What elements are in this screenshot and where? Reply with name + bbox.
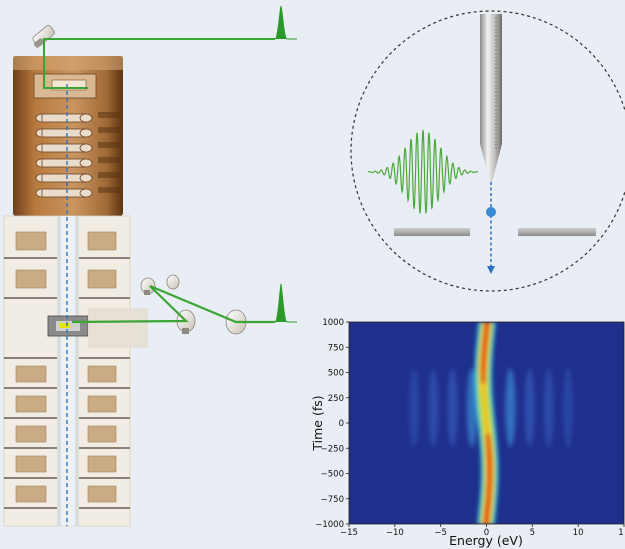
- copper-slots: [35, 113, 93, 198]
- zero-order-peak-slice: [482, 407, 488, 414]
- x-tick-label: −10: [386, 528, 404, 538]
- electron: [486, 207, 496, 217]
- zero-order-peak-slice: [486, 453, 492, 459]
- zero-order-peak-slice: [482, 337, 488, 343]
- zero-order-peak-slice: [483, 423, 490, 429]
- microscope-column: [3, 5, 297, 527]
- tip-zoom-inset: [350, 10, 625, 292]
- zero-order-peak-slice: [483, 417, 489, 424]
- sideband-mark: [466, 368, 477, 448]
- zero-order-peak-slice: [487, 468, 493, 475]
- zero-order-peak-slice: [482, 342, 488, 348]
- zero-order-peak-slice: [486, 448, 492, 454]
- zero-order-peak-slice: [483, 332, 489, 338]
- zero-order-peak-slice: [481, 372, 486, 379]
- y-tick-label: 1000: [322, 318, 344, 328]
- laser-pulse-side: [274, 283, 297, 323]
- x-tick-label: −15: [340, 528, 358, 538]
- y-tick-label: −250: [321, 444, 344, 454]
- y-tick-label: −500: [321, 470, 344, 480]
- sideband-mark: [447, 368, 458, 448]
- zoom-circle: [350, 10, 625, 292]
- x-tick-label: −5: [434, 528, 447, 538]
- sideband-mark: [524, 368, 535, 448]
- electron-arrow: [487, 266, 495, 274]
- zero-order-peak-slice: [486, 483, 492, 490]
- zero-order-peak-slice: [483, 412, 489, 419]
- column-blocks: [3, 215, 148, 527]
- zero-order-peak-slice: [481, 357, 487, 363]
- y-tick-label: 0: [339, 419, 344, 429]
- zero-order-peak-slice: [485, 503, 491, 510]
- y-axis-ticks: 1000 750 500 250 0 −250 −500 −750 −1000: [315, 318, 349, 530]
- sideband-mark: [543, 368, 554, 448]
- zero-order-peak-slice: [484, 322, 490, 328]
- zero-order-peak-slice: [484, 428, 491, 434]
- field-emitter-tip: [480, 14, 502, 182]
- zero-order-peak-slice: [484, 508, 490, 515]
- x-axis-label: Energy (eV): [449, 533, 523, 548]
- zero-order-peak-slice: [486, 438, 491, 444]
- sideband-mark: [563, 368, 574, 448]
- zero-order-peak-slice: [480, 382, 487, 389]
- zero-order-peak-slice: [483, 518, 489, 524]
- sideband-mark: [409, 368, 420, 448]
- zero-order-peak-slice: [484, 513, 490, 520]
- y-tick-label: −1000: [315, 520, 344, 530]
- zero-order-peak-slice: [481, 392, 487, 399]
- y-tick-label: 750: [328, 343, 344, 353]
- zero-order-peak-slice: [487, 478, 493, 485]
- zero-order-peak-slice: [481, 352, 487, 358]
- zero-order-peak-slice: [480, 387, 487, 394]
- zero-order-peak-slice: [486, 443, 491, 449]
- optical-pulse-waveform: [367, 129, 479, 214]
- zero-order-peak-slice: [485, 498, 491, 505]
- zero-order-peak-slice: [482, 402, 488, 409]
- zero-order-peak-slice: [485, 433, 490, 439]
- x-tick-label: 5: [530, 528, 535, 538]
- sideband-mark: [505, 368, 516, 448]
- y-tick-label: −750: [321, 495, 344, 505]
- zero-order-peak-slice: [486, 493, 492, 500]
- zero-order-peak-slice: [486, 488, 492, 495]
- zero-order-peak-slice: [481, 362, 486, 369]
- y-tick-label: 250: [328, 394, 344, 404]
- zero-order-peak-slice: [481, 367, 486, 374]
- zero-order-peak-slice: [481, 347, 487, 353]
- zero-order-peak-slice: [481, 397, 487, 404]
- zero-order-peak-slice: [487, 473, 493, 480]
- y-axis-label: Time (fs): [310, 395, 325, 451]
- x-tick-label: 10: [573, 528, 584, 538]
- x-tick-label: 0: [484, 528, 489, 538]
- zero-order-peak-slice: [487, 458, 493, 464]
- sideband-mark: [428, 368, 439, 448]
- spectrogram-chart: −15 −10 −5 0 5 10 1 1000 750 500 250 0 −250 −500 −750…: [310, 318, 625, 548]
- y-tick-label: 500: [328, 369, 344, 379]
- zero-order-peak-slice: [487, 463, 493, 470]
- x-axis-ticks: −15 −10 −5 0 5 10 1: [340, 524, 625, 538]
- laser-path-top: [43, 38, 275, 89]
- laser-path-side: [71, 284, 275, 324]
- right-electrode: [518, 228, 596, 236]
- x-tick-label: 1: [618, 528, 623, 538]
- zero-order-peak-slice: [483, 327, 489, 333]
- left-electrode: [394, 228, 470, 236]
- zero-order-peak-slice: [481, 377, 486, 384]
- laser-pulse-top: [274, 5, 297, 40]
